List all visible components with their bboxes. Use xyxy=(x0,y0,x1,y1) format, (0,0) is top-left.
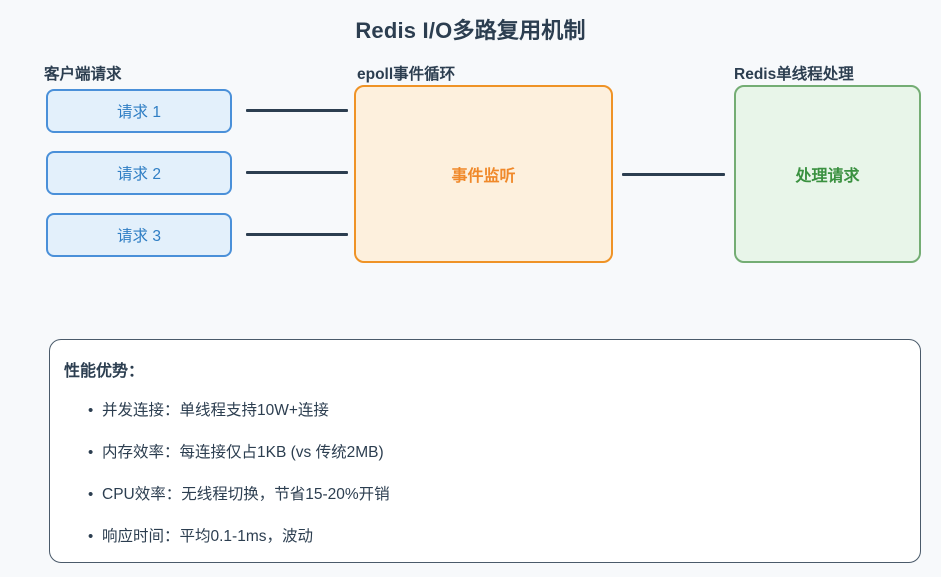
performance-benefit-list: • 并发连接：单线程支持10W+连接 • 内存效率：每连接仅占1KB (vs 传统2… xyxy=(88,390,390,558)
bullet-icon: • xyxy=(88,444,94,461)
column-label-redis: Redis单线程处理 xyxy=(734,66,854,83)
client-request-box-2[interactable]: 请求 2 xyxy=(46,151,232,195)
column-label-epoll: epoll事件循环 xyxy=(357,66,456,83)
benefit-text: CPU效率：无线程切换，节省15-20%开销 xyxy=(102,486,390,503)
connector-line-request-1-to-epoll xyxy=(246,109,348,112)
performance-info-panel xyxy=(49,339,921,563)
list-item: • 内存效率：每连接仅占1KB (vs 传统2MB) xyxy=(88,432,390,474)
redis-process-request-box[interactable]: 处理请求 xyxy=(734,85,921,263)
bullet-icon: • xyxy=(88,528,94,545)
benefit-text: 响应时间：平均0.1-1ms，波动 xyxy=(102,528,313,545)
list-item: • CPU效率：无线程切换，节省15-20%开销 xyxy=(88,474,390,516)
performance-panel-heading: 性能优势： xyxy=(64,363,145,380)
benefit-text: 并发连接：单线程支持10W+连接 xyxy=(102,402,329,419)
client-request-box-1[interactable]: 请求 1 xyxy=(46,89,232,133)
list-item: • 并发连接：单线程支持10W+连接 xyxy=(88,390,390,432)
page-title: Redis I/O多路复用机制 xyxy=(355,18,586,43)
epoll-event-loop-box[interactable]: 事件监听 xyxy=(354,85,613,263)
client-request-box-3[interactable]: 请求 3 xyxy=(46,213,232,257)
benefit-text: 内存效率：每连接仅占1KB (vs 传统2MB) xyxy=(102,444,384,461)
list-item: • 响应时间：平均0.1-1ms，波动 xyxy=(88,516,390,558)
bullet-icon: • xyxy=(88,486,94,503)
bullet-icon: • xyxy=(88,402,94,419)
column-label-client: 客户端请求 xyxy=(44,66,122,83)
connector-line-request-3-to-epoll xyxy=(246,233,348,236)
connector-line-request-2-to-epoll xyxy=(246,171,348,174)
connector-line-epoll-to-redis xyxy=(622,173,725,176)
